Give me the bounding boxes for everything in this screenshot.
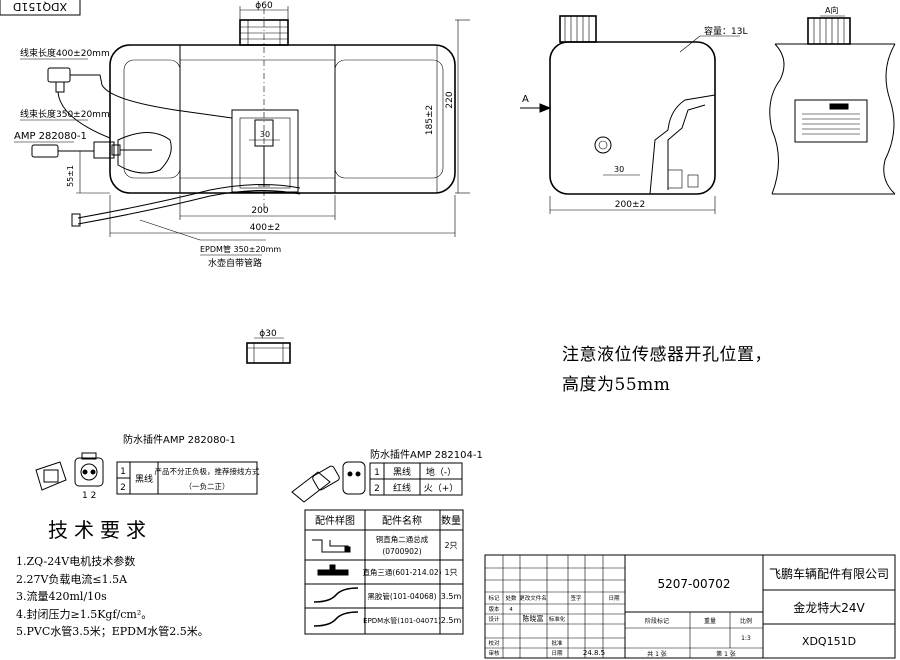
tb-date-label: 日期 [551, 650, 563, 657]
sensor-note-line1: 注意液位传感器开孔位置， [562, 345, 772, 365]
tb-version: 4 [509, 607, 513, 613]
dim-185: 185±2 [425, 105, 435, 135]
plug1-desc2: （一负二正） [185, 481, 230, 491]
plug1-section: 防水插件AMP 282080-1 1 2 1 2 黑线 产品不分正负极，推荐接线… [35, 433, 260, 501]
tb-scale-label: 比例 [740, 617, 752, 625]
tb-approve-label: 批准 [551, 639, 563, 647]
tb-date: 24.8.5 [583, 649, 605, 657]
plug2-row2-n: 2 [374, 484, 380, 494]
parts-row1-code: (0700902) [382, 547, 421, 556]
parts-header-name: 配件名称 [382, 514, 422, 527]
tb-stage-label: 阶段标记 [645, 617, 669, 625]
parts-row4-qty: 2.5m [441, 616, 462, 625]
tech-item-5: 5.PVC水管3.5米；EPDM水管2.5米。 [16, 625, 209, 638]
parts-row1-name: 铜直角二通总成 [376, 534, 429, 544]
tb-label-mark: 标记 [488, 594, 500, 602]
parts-table: 配件样图 配件名称 数量 铜直角二通总成 (0700902) 2只 直角三通(6… [304, 509, 464, 635]
parts-row1-qty: 2只 [444, 541, 457, 550]
plug1-pins-label: 1 2 [82, 491, 96, 501]
dim-phi60: ϕ60 [255, 1, 273, 11]
tech-item-4: 4.封闭压力≥1.5Kgf/cm²。 [16, 607, 153, 621]
tb-label-date: 日期 [608, 595, 620, 602]
dim-200-front: 200 [251, 206, 268, 216]
parts-header-qty: 数量 [441, 514, 461, 527]
plug1-wire: 黑线 [135, 473, 153, 485]
tb-version-label: 版本 [488, 605, 500, 613]
dim-30-side: 30 [614, 165, 624, 174]
tb-scale: 1:3 [741, 635, 751, 642]
parts-header-image: 配件样图 [315, 514, 355, 527]
tb-std-label: 标准化 [549, 615, 566, 623]
front-view: ϕ60 30 55±1 220 185±2 [14, 1, 470, 269]
sensor-note: 注意液位传感器开孔位置， 高度为55mm [562, 340, 772, 400]
tb-company: 飞鹏车辆配件有限公司 [769, 566, 889, 581]
tb-weight-label: 重量 [704, 617, 716, 625]
plug1-desc1: 产品不分正负极，推荐接线方式 [155, 466, 260, 476]
drawing-number-stamp: XDQ151D [0, 0, 81, 16]
tb-sheet: 第 1 张 [716, 650, 736, 658]
amp-label: AMP 282080-1 [14, 131, 87, 142]
tb-designer: 陈晓富 [523, 614, 544, 623]
self-pipe-label: 水壶自带管路 [208, 257, 262, 269]
plug2-row1-n: 1 [374, 468, 380, 478]
sensor-note-line2: 高度为55mm [562, 375, 671, 395]
tech-requirements: 技术要求 1.ZQ-24V电机技术参数 2.27V负载电流≤1.5A 3.流量4… [16, 514, 209, 641]
tb-sheets: 共 1 张 [647, 650, 667, 658]
tb-product: 金龙特大24V [793, 600, 865, 615]
tb-drawing-no: XDQ151D [802, 635, 856, 648]
dim-220: 220 [445, 91, 455, 108]
cap-dim: ϕ30 [259, 329, 277, 339]
parts-row3-name: 黑胶管(101-04068) [367, 591, 436, 601]
tb-review-label: 审核 [488, 649, 500, 657]
plug1-title: 防水插件AMP 282080-1 [123, 433, 236, 446]
plug2-section: 防水插件AMP 282104-1 1 黑线 地（-） 2 红线 火（+） [291, 448, 483, 503]
wire2-label: 线束长度350±20mm [20, 108, 110, 120]
dim-200-side: 200±2 [615, 200, 645, 210]
dim-400: 400±2 [250, 223, 280, 233]
view-a: A向 [769, 5, 896, 195]
tech-item-1: 1.ZQ-24V电机技术参数 [16, 555, 136, 568]
title-block: 标记 处数 更改文件名 签字 日期 版本 4 设计 陈晓富 标准化 校对 审核 … [484, 554, 896, 659]
parts-row4-name: EPDM水管(101-04071) [363, 616, 441, 625]
view-a-title: A向 [825, 5, 838, 15]
plug1-pin1: 1 [120, 467, 126, 477]
tech-item-2: 2.27V负载电流≤1.5A [16, 572, 128, 586]
arrow-a-label: A [522, 94, 529, 105]
tb-check-label: 校对 [488, 639, 500, 647]
plug2-row1-func: 地（-） [426, 466, 456, 478]
parts-row2-qty: 1只 [444, 568, 457, 577]
wire1-label: 线束长度400±20mm [20, 47, 110, 59]
tb-label-file: 更改文件名 [519, 594, 547, 602]
drawing-number-upside-down: XDQ151D [13, 0, 67, 13]
epdm-label: EPDM管 350±20mm [200, 244, 281, 254]
tb-label-sign: 签字 [570, 594, 582, 602]
side-view: A 容量：13L 30 200±2 [520, 15, 747, 214]
parts-row2-name: 直角三通(601-214.02) [362, 567, 441, 577]
parts-row3-qty: 3.5m [441, 592, 462, 601]
plug2-row2-wire: 红线 [393, 482, 411, 494]
dim-55: 55±1 [66, 165, 75, 187]
tech-title: 技术要求 [48, 518, 152, 542]
tech-item-3: 3.流量420ml/10s [16, 590, 107, 603]
capacity-label: 容量：13L [704, 25, 747, 37]
plug2-title: 防水插件AMP 282104-1 [370, 448, 483, 461]
dim-30-front: 30 [260, 130, 270, 139]
plug2-row2-func: 火（+） [424, 483, 459, 494]
tb-part-no: 5207-00702 [657, 577, 730, 591]
cap-detail: ϕ30 [246, 329, 291, 364]
plug2-row1-wire: 黑线 [393, 466, 411, 478]
tb-label-count: 处数 [505, 594, 517, 602]
tb-designer-label: 设计 [488, 615, 500, 623]
plug1-pin2: 2 [120, 483, 126, 493]
